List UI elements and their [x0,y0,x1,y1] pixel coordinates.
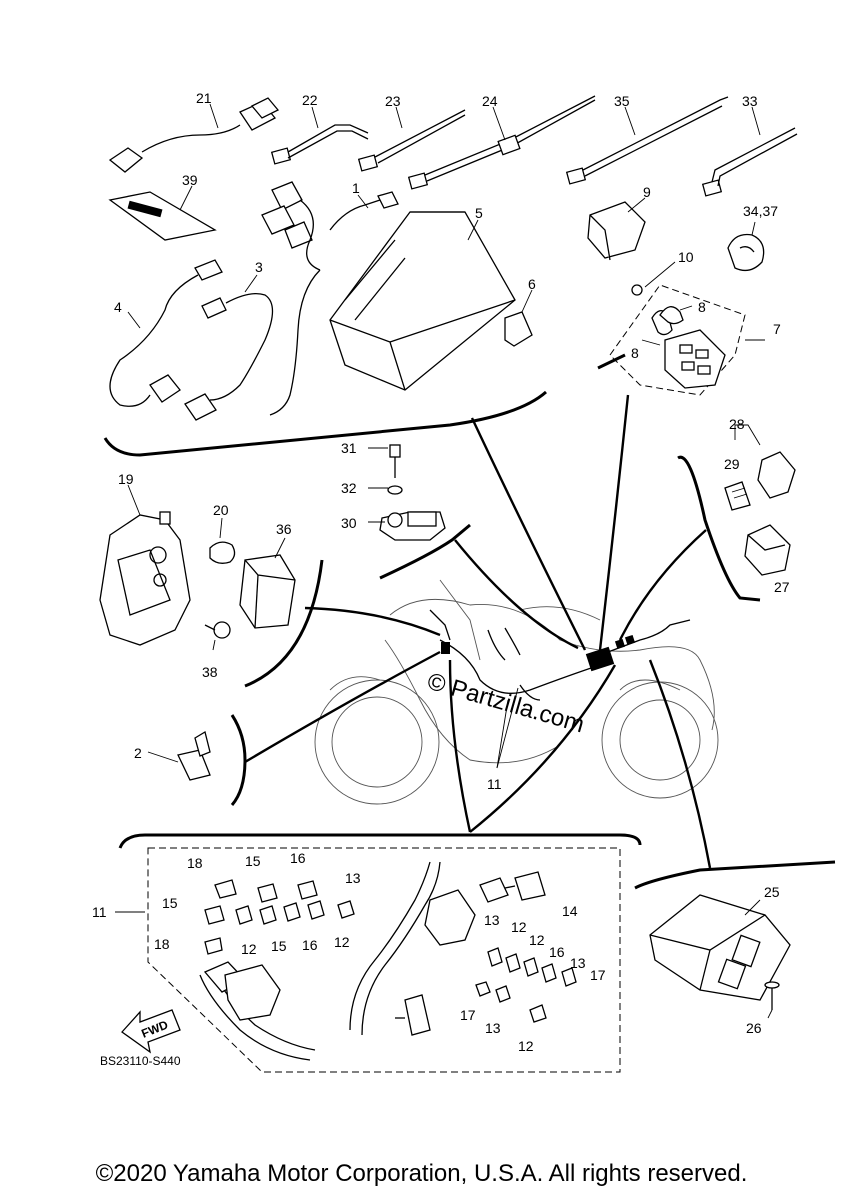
label-2: 2 [134,745,142,761]
ecu-bracket-19 [99,484,191,646]
label-12a: 12 [511,919,527,935]
label-15a: 15 [245,853,261,869]
fuse-harness-11 [199,861,546,1061]
wire-leads-3-4 [109,259,274,421]
label-12c: 12 [334,934,350,950]
sensor-2 [147,730,211,781]
label-4: 4 [114,299,122,315]
bolt-38 [204,621,231,651]
module-36 [239,537,296,629]
label-24: 24 [482,93,498,109]
sub-harness-21 [108,97,280,173]
label-30: 30 [341,515,357,531]
bracket-30-31-32 [368,444,446,541]
label-9: 9 [643,184,651,200]
label-15b: 15 [162,895,178,911]
label-18b: 18 [154,936,170,952]
label-17b: 17 [460,1007,476,1023]
label-31: 31 [341,440,357,456]
label-25: 25 [764,884,780,900]
label-sheet-39 [108,185,217,241]
bracket-22 [270,106,369,165]
clamp-34-37 [727,221,765,272]
label-16a: 16 [290,850,306,866]
label-35: 35 [614,93,630,109]
label-36: 36 [276,521,292,537]
label-16c: 16 [549,944,565,960]
label-29: 29 [724,456,740,472]
diagram-code: BS23110-S440 [100,1054,181,1068]
label-13d: 13 [485,1020,501,1036]
label-1: 1 [352,180,360,196]
label-17a: 17 [590,967,606,983]
label-7: 7 [773,321,781,337]
cable-tie-33 [701,106,798,197]
group-outline-fuse [597,353,626,370]
label-18a: 18 [187,855,203,871]
battery-5 [329,211,516,391]
label-32: 32 [341,480,357,496]
bolt-26 [764,981,780,1019]
main-wire-harness [429,609,691,701]
label-3: 3 [255,259,263,275]
fuse-group-outline [147,847,621,1073]
clip-20 [209,517,236,564]
label-6: 6 [528,276,536,292]
copyright-notice: ©2020 Yamaha Motor Corporation, U.S.A. A… [95,1160,748,1187]
label-38: 38 [202,664,218,680]
label-34-37: 34,37 [743,203,778,219]
cable-tie-35 [565,96,729,185]
group-outline-relay [677,455,761,602]
group-outline-left [244,559,324,688]
label-14: 14 [562,903,578,919]
fuse-10 [631,261,676,296]
cable-tie-24 [407,95,596,190]
fwd-arrow-icon [121,1009,181,1054]
callout-lines [244,394,712,869]
label-22: 22 [302,92,318,108]
label-5: 5 [475,205,483,221]
label-20: 20 [213,502,229,518]
label-26: 26 [746,1020,762,1036]
group-outline-sensor [230,714,247,806]
label-12b: 12 [241,941,257,957]
starter-relay-9 [587,197,646,261]
motorcycle-outline [314,579,719,805]
label-11-main: 11 [92,904,107,920]
label-15c: 15 [271,938,287,954]
label-13c: 13 [570,955,586,971]
label-33: 33 [742,93,758,109]
label-21: 21 [196,90,212,106]
battery-lead-1 [261,181,399,416]
group-outline-bracket [379,523,471,580]
label-8a: 8 [698,299,706,315]
label-13a: 13 [345,870,361,886]
part-labels: 21 22 23 24 35 33 39 1 9 5 34,37 10 3 6 … [92,90,790,1054]
label-28: 28 [729,416,745,432]
label-39: 39 [182,172,198,188]
label-8b: 8 [631,345,639,361]
fuse-box-7 [609,284,765,396]
ecu-25 [649,894,791,1001]
group-outline-top [103,390,547,457]
group-outline-ecu [634,860,836,890]
label-16b: 16 [302,937,318,953]
label-12e: 12 [518,1038,534,1054]
cable-tie-23 [357,106,466,172]
label-11-side: 11 [487,776,502,792]
label-19: 19 [118,471,134,487]
label-10: 10 [678,249,694,265]
group-outline-bottom [118,833,642,849]
relay-connectors-27-28-29 [724,424,796,576]
battery-cap-6 [504,289,533,347]
label-12d: 12 [529,932,545,948]
label-27: 27 [774,579,790,595]
label-23: 23 [385,93,401,109]
label-13b: 13 [484,912,500,928]
fuse-set [204,879,577,1023]
